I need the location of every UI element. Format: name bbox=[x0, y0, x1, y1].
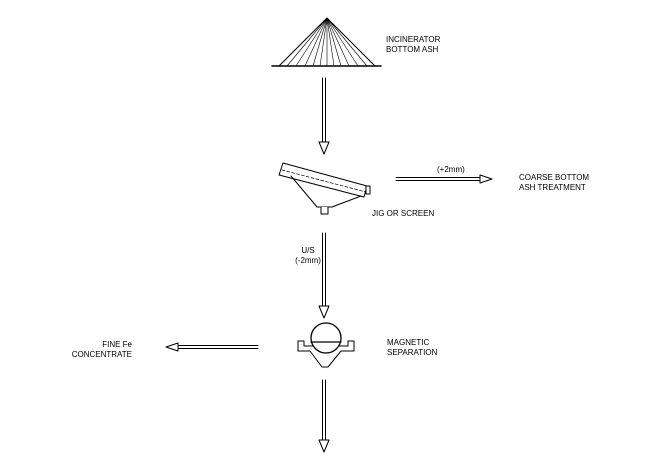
arrow-magnetic-to-fine bbox=[165, 342, 259, 352]
pile-ray bbox=[326, 17, 368, 67]
label-line: SEPARATION bbox=[387, 348, 438, 357]
label-line: INCINERATOR bbox=[386, 35, 441, 44]
label-oversize: (+2mm) bbox=[437, 165, 465, 174]
label-fine-fe-concentrate: FINE Fe CONCENTRATE bbox=[60, 340, 132, 360]
label-incinerator-bottom-ash: INCINERATOR BOTTOM ASH bbox=[386, 35, 440, 55]
label-line: BOTTOM ASH bbox=[386, 45, 439, 54]
pile-ray bbox=[312, 17, 328, 67]
label-magnetic-separation: MAGNETIC SEPARATION bbox=[387, 338, 437, 358]
pile-ray bbox=[326, 17, 359, 67]
label-line: MAGNETIC bbox=[387, 338, 430, 347]
label-coarse-bottom-ash-treatment: COARSE BOTTOM ASH TREATMENT bbox=[519, 173, 589, 193]
pile-ray bbox=[326, 17, 342, 67]
pile-ray bbox=[319, 17, 328, 67]
ash-pile-icon bbox=[271, 17, 382, 67]
label-jig-or-screen: JIG OR SCREEN bbox=[372, 209, 435, 218]
label-line: ASH TREATMENT bbox=[519, 183, 586, 192]
jig-screen-icon bbox=[278, 162, 371, 215]
arrow-screen-to-coarse bbox=[395, 174, 493, 184]
pile-ray bbox=[286, 17, 328, 67]
pile-ray bbox=[326, 17, 350, 67]
pile-ray bbox=[304, 17, 328, 67]
label-undersize: U/S (-2mm) bbox=[288, 246, 328, 266]
arrow-screen-to-magnetic bbox=[318, 232, 330, 319]
arrow-magnetic-out bbox=[318, 379, 330, 453]
label-line: COARSE BOTTOM bbox=[519, 173, 590, 182]
pile-ray bbox=[295, 17, 328, 67]
magnetic-separator-icon bbox=[297, 322, 355, 368]
label-line: U/S bbox=[301, 246, 315, 255]
pile-ray bbox=[326, 17, 335, 67]
arrow-ash-to-screen bbox=[318, 77, 330, 155]
label-line: FINE Fe bbox=[102, 340, 132, 349]
label-line: CONCENTRATE bbox=[71, 350, 132, 359]
label-line: (-2mm) bbox=[295, 256, 321, 265]
